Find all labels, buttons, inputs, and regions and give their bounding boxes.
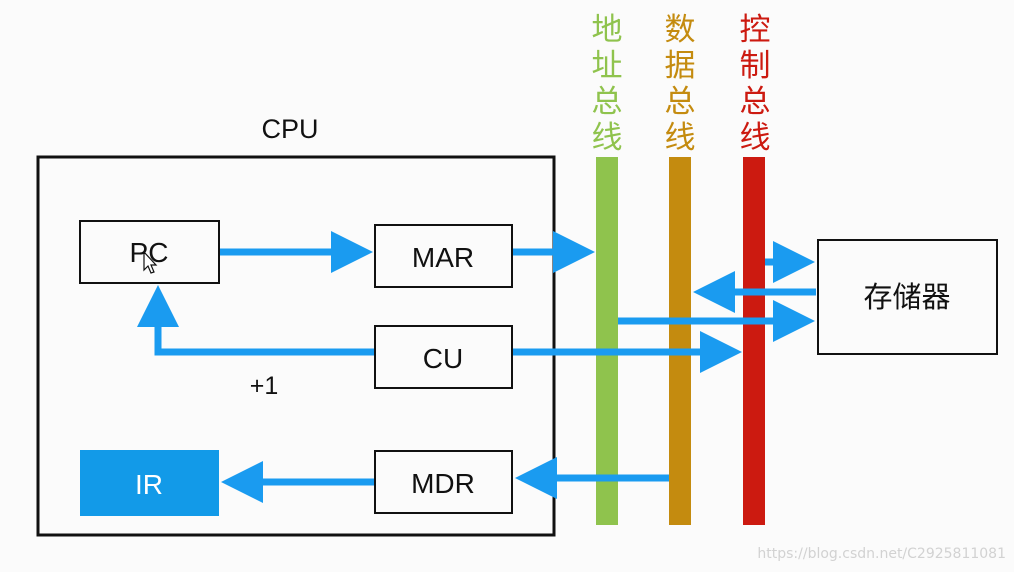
data-bus-label: 数 据 总 线 [665,12,696,156]
control-bus-char: 制 [740,48,771,84]
data-bus-char: 据 [665,48,696,84]
address-bus-char: 线 [592,120,623,156]
address-bus-char: 地 [592,12,623,48]
increment-label: +1 [250,372,279,400]
ir-label: IR [135,469,163,500]
mdr-box [374,450,513,514]
address-bus-char: 址 [592,48,623,84]
memory-label: 存储器 [863,280,950,314]
control-bus-label: 控 制 总 线 [740,12,771,156]
ir-box [80,450,219,516]
mar-label: MAR [412,242,474,273]
address-bus [596,157,618,525]
data-bus-char: 总 [665,84,696,120]
pc-box [79,220,220,284]
data-bus [669,157,691,525]
mouse-cursor-icon [143,250,158,274]
control-bus [743,157,765,525]
address-bus-char: 总 [592,84,623,120]
address-bus-label: 地 址 总 线 [592,12,623,156]
arrow-cu-to-pc [137,285,374,356]
control-bus-char: 总 [740,84,771,120]
cpu-box [36,155,556,537]
memory-box [817,239,998,355]
control-bus-char: 控 [740,12,771,48]
data-bus-char: 线 [665,120,696,156]
watermark: https://blog.csdn.net/C2925811081 [757,546,1006,562]
control-bus-char: 线 [740,120,771,156]
cu-box [374,325,513,389]
mdr-label: MDR [411,468,475,499]
cpu-title: CPU [261,114,318,144]
mar-box [374,224,513,288]
data-bus-char: 数 [665,12,696,48]
cu-label: CU [423,343,463,374]
